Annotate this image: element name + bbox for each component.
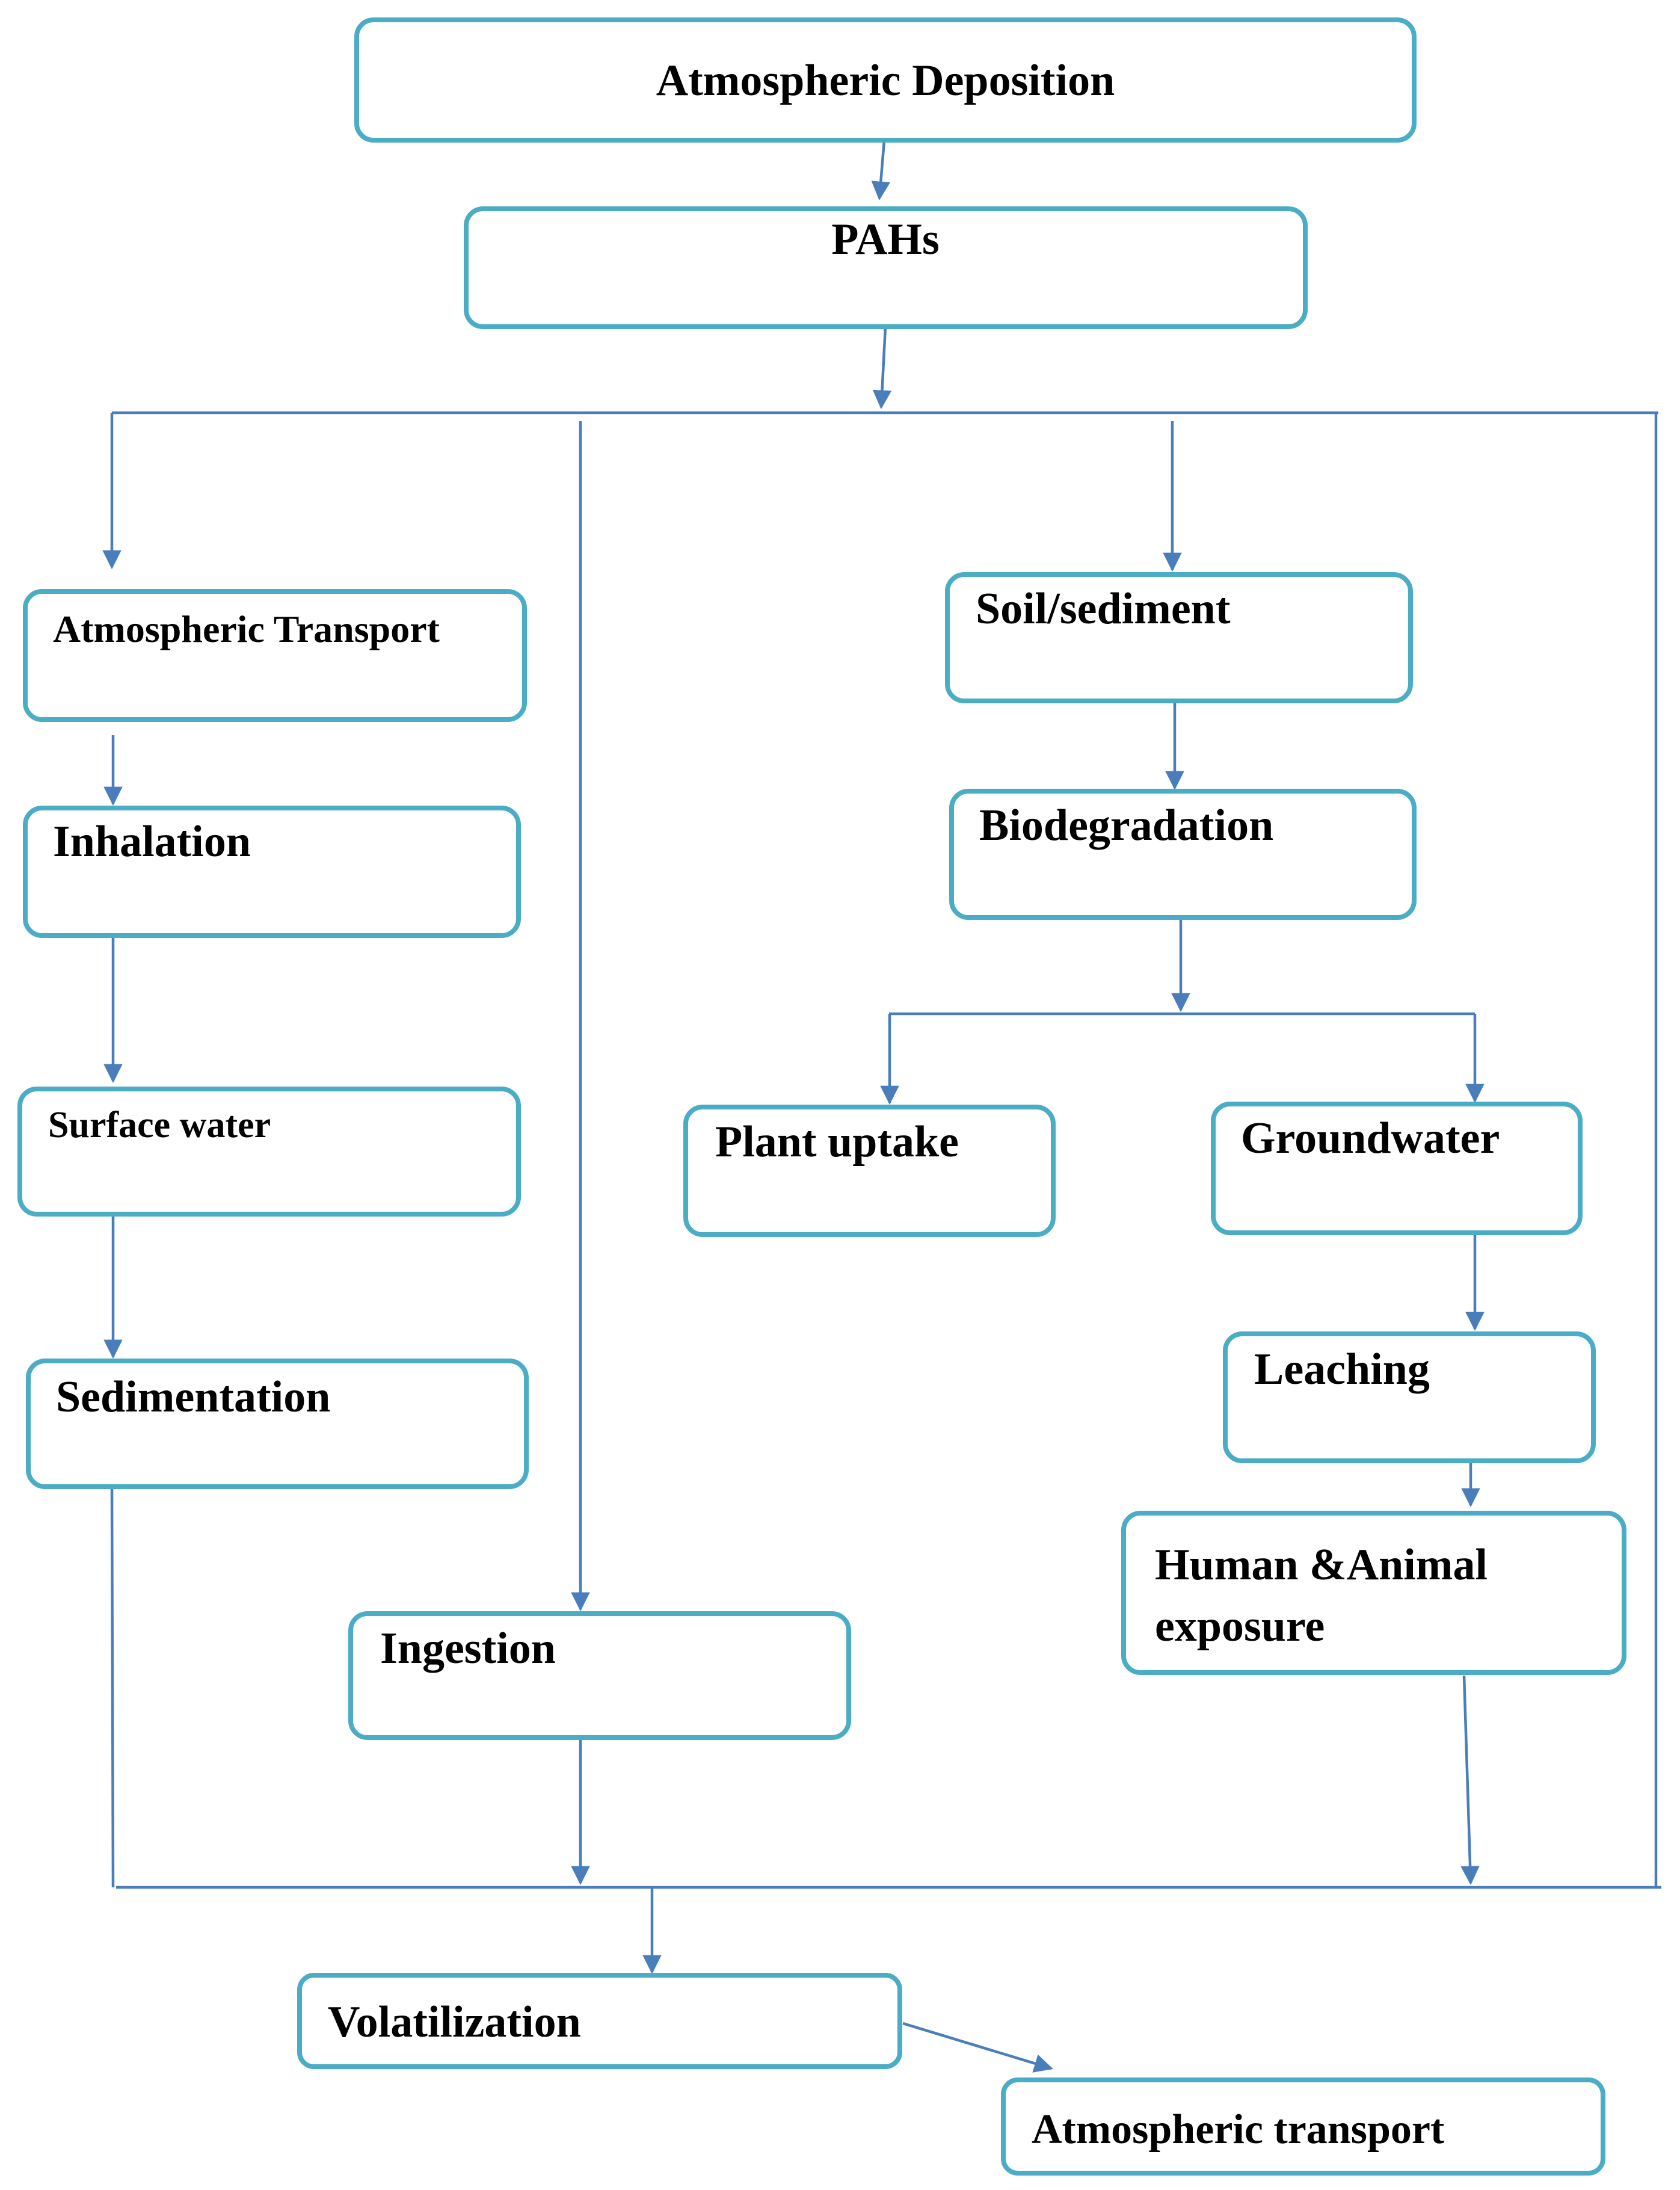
node-human-animal-exposure: Human &Animal exposure bbox=[1121, 1511, 1626, 1675]
arrow-exposure-to-collector bbox=[1460, 1675, 1480, 1886]
node-inhalation-label: Inhalation bbox=[53, 817, 251, 866]
node-human-animal-exposure-label-line1: Human &Animal bbox=[1155, 1540, 1488, 1590]
node-surface-water: Surface water bbox=[17, 1087, 521, 1217]
node-atmospheric-transport-lower-label: Atmospheric transport bbox=[1032, 2106, 1444, 2153]
connectors bbox=[102, 140, 1661, 2073]
node-sedimentation-label: Sedimentation bbox=[56, 1372, 330, 1422]
node-volatilization-label: Volatilization bbox=[328, 1997, 581, 2047]
node-atmospheric-deposition-label: Atmospheric Deposition bbox=[656, 56, 1115, 105]
node-leaching: Leaching bbox=[1223, 1331, 1596, 1463]
arrow-volatilization-to-atmospheric-transport bbox=[902, 2022, 1054, 2073]
node-pahs: PAHs bbox=[464, 206, 1308, 329]
node-biodegradation-label: Biodegradation bbox=[979, 801, 1273, 850]
node-pahs-label: PAHs bbox=[831, 215, 940, 264]
node-inhalation: Inhalation bbox=[23, 806, 521, 938]
node-ingestion: Ingestion bbox=[348, 1611, 851, 1740]
node-biodegradation: Biodegradation bbox=[949, 789, 1417, 920]
node-atmospheric-transport-upper: Atmospheric Transport bbox=[23, 589, 527, 722]
node-atmospheric-transport-upper-label: Atmospheric Transport bbox=[53, 608, 440, 650]
node-soil-sediment-label: Soil/sediment bbox=[976, 584, 1231, 634]
node-groundwater-label: Groundwater bbox=[1241, 1114, 1500, 1163]
node-groundwater: Groundwater bbox=[1211, 1102, 1583, 1235]
arrow-deposition-to-pahs bbox=[871, 140, 891, 201]
node-soil-sediment: Soil/sediment bbox=[945, 572, 1413, 703]
node-plant-uptake-label: Plant uptake bbox=[715, 1117, 959, 1167]
sedimentation-down-line bbox=[110, 1486, 115, 1888]
node-leaching-label: Leaching bbox=[1254, 1345, 1430, 1394]
node-plant-uptake: Plant uptake bbox=[683, 1105, 1056, 1237]
node-volatilization: Volatilization bbox=[297, 1973, 902, 2069]
node-atmospheric-deposition: Atmospheric Deposition bbox=[354, 17, 1417, 143]
node-sedimentation: Sedimentation bbox=[26, 1359, 529, 1489]
arrow-pahs-to-distribution bbox=[872, 326, 892, 410]
node-surface-water-label: Surface water bbox=[48, 1105, 271, 1146]
node-ingestion-label: Ingestion bbox=[380, 1624, 556, 1673]
node-atmospheric-transport-lower: Atmospheric transport bbox=[1001, 2077, 1605, 2176]
node-human-animal-exposure-label-line2: exposure bbox=[1155, 1602, 1325, 1651]
